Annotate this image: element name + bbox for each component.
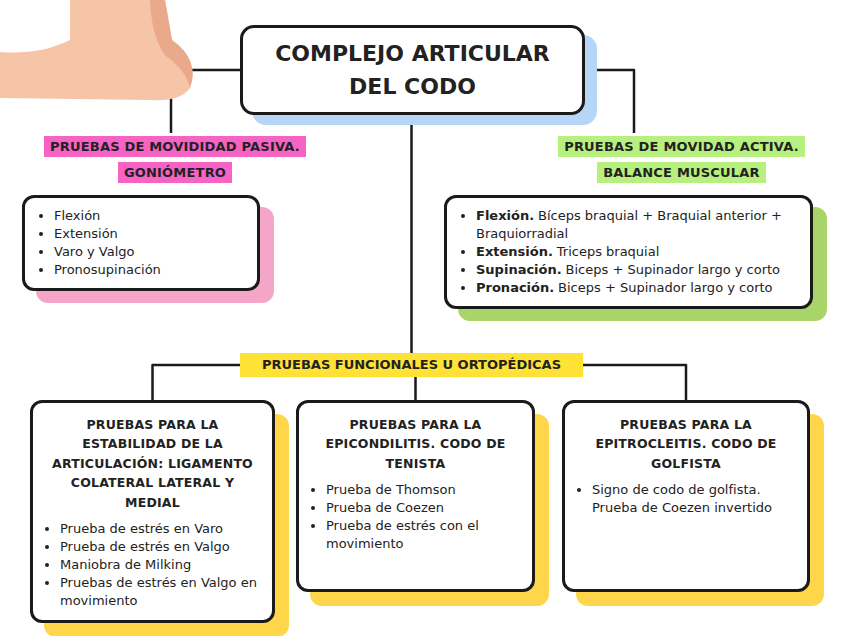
list-item: Flexión (54, 207, 245, 225)
item-text: Prueba de estrés en Valgo (60, 539, 230, 554)
bullet-list: Flexión.Bíceps braquial + Braquial anter… (459, 207, 798, 297)
connector-line (583, 365, 686, 400)
item-text: Varo y Valgo (54, 244, 135, 259)
connector-line (153, 365, 241, 400)
bullet-list: Signo de codo de golfista. Prueba de Coe… (575, 481, 797, 517)
group-heading: PRUEBAS DE MOVIDAD ACTIVA. BALANCE MUSCU… (541, 133, 822, 185)
list-item: Pronosupinación (54, 261, 245, 279)
item-text: Triceps braquial (557, 244, 660, 259)
connector-line (410, 115, 413, 353)
title-text: COMPLEJO ARTICULAR DEL CODO (253, 37, 572, 103)
box-heading: PRUEBAS PARA LA EPICONDILITIS. CODO DE T… (309, 415, 522, 473)
list-item: Maniobra de Milking (60, 556, 262, 574)
list-box: FlexiónExtensiónVaro y ValgoPronosupinac… (22, 195, 260, 291)
heading-text: PRUEBAS DE MOVIDAD ACTIVA. BALANCE MUSCU… (558, 136, 805, 183)
list-item: Prueba de estrés con el movimiento (326, 517, 522, 553)
title-box: COMPLEJO ARTICULAR DEL CODO (240, 25, 585, 115)
list-item: Prueba de Thomson (326, 481, 522, 499)
band-text: PRUEBAS FUNCIONALES U ORTOPÉDICAS (246, 356, 577, 374)
test-group: PRUEBAS DE MOVIDAD ACTIVA. BALANCE MUSCU… (444, 133, 824, 309)
item-text: Signo de codo de golfista. Prueba de Coe… (592, 482, 772, 515)
list-item: Flexión.Bíceps braquial + Braquial anter… (476, 207, 798, 243)
item-term: Supinación. (476, 262, 562, 277)
test-box: PRUEBAS PARA LA EPICONDILITIS. CODO DE T… (296, 400, 535, 592)
heading-text: PRUEBAS PARA LA EPICONDILITIS. CODO DE T… (309, 415, 522, 473)
item-text: Maniobra de Milking (60, 557, 191, 572)
heading-text: PRUEBAS PARA LA EPITROCLEITIS. CODO DE G… (575, 415, 797, 473)
list-box: Flexión.Bíceps braquial + Braquial anter… (444, 195, 813, 309)
item-term: Flexión. (476, 208, 534, 223)
box-heading: PRUEBAS PARA LA EPITROCLEITIS. CODO DE G… (575, 415, 797, 473)
item-text: Biceps + Supinador largo y corto (558, 280, 772, 295)
item-text: Prueba de Coezen (326, 500, 444, 515)
bullet-list: FlexiónExtensiónVaro y ValgoPronosupinac… (37, 207, 245, 279)
item-text: Prueba de estrés con el movimiento (326, 518, 479, 551)
test-box: PRUEBAS PARA LA ESTABILIDAD DE LA ARTICU… (30, 400, 275, 623)
list-item: Signo de codo de golfista. Prueba de Coe… (592, 481, 797, 517)
list-item: Supinación. Biceps + Supinador largo y co… (476, 261, 798, 279)
list-item: Prueba de Coezen (326, 499, 522, 517)
list-item: Extensión (54, 225, 245, 243)
list-item: Pronación. Biceps + Supinador largo y cor… (476, 279, 798, 297)
list-item: Extensión. Triceps braquial (476, 243, 798, 261)
item-text: Pronosupinación (54, 262, 161, 277)
item-text: Biceps + Supinador largo y corto (566, 262, 780, 277)
bullet-list: Prueba de ThomsonPrueba de CoezenPrueba … (309, 481, 522, 553)
item-text: Extensión (54, 226, 118, 241)
list-item: Prueba de estrés en Valgo (60, 538, 262, 556)
item-term: Pronación. (476, 280, 554, 295)
section-band: PRUEBAS FUNCIONALES U ORTOPÉDICAS (240, 353, 583, 377)
arm-skin (0, 0, 193, 100)
heading-text: PRUEBAS PARA LA ESTABILIDAD DE LA ARTICU… (43, 415, 262, 512)
list-item: Varo y Valgo (54, 243, 245, 261)
heading-text: PRUEBAS DE MOVIDIDAD PASIVA. GONIÓMETRO (44, 136, 306, 183)
list-item: Prueba de estrés en Varo (60, 520, 262, 538)
item-text: Prueba de Thomson (326, 482, 456, 497)
test-box: PRUEBAS PARA LA EPITROCLEITIS. CODO DE G… (562, 400, 810, 592)
item-term: Extensión. (476, 244, 553, 259)
group-heading: PRUEBAS DE MOVIDIDAD PASIVA. GONIÓMETRO (30, 133, 320, 185)
list-item: Pruebas de estrés en Valgo en movimiento (60, 574, 262, 610)
test-group: PRUEBAS DE MOVIDIDAD PASIVA. GONIÓMETRO F… (22, 133, 320, 291)
arm-shade (150, 0, 193, 88)
connector-line (414, 377, 417, 400)
item-text: Pruebas de estrés en Valgo en movimiento (60, 575, 257, 608)
box-heading: PRUEBAS PARA LA ESTABILIDAD DE LA ARTICU… (43, 415, 262, 512)
connector-line (585, 70, 634, 133)
item-text: Flexión (54, 208, 100, 223)
item-text: Prueba de estrés en Varo (60, 521, 223, 536)
bullet-list: Prueba de estrés en VaroPrueba de estrés… (43, 520, 262, 610)
